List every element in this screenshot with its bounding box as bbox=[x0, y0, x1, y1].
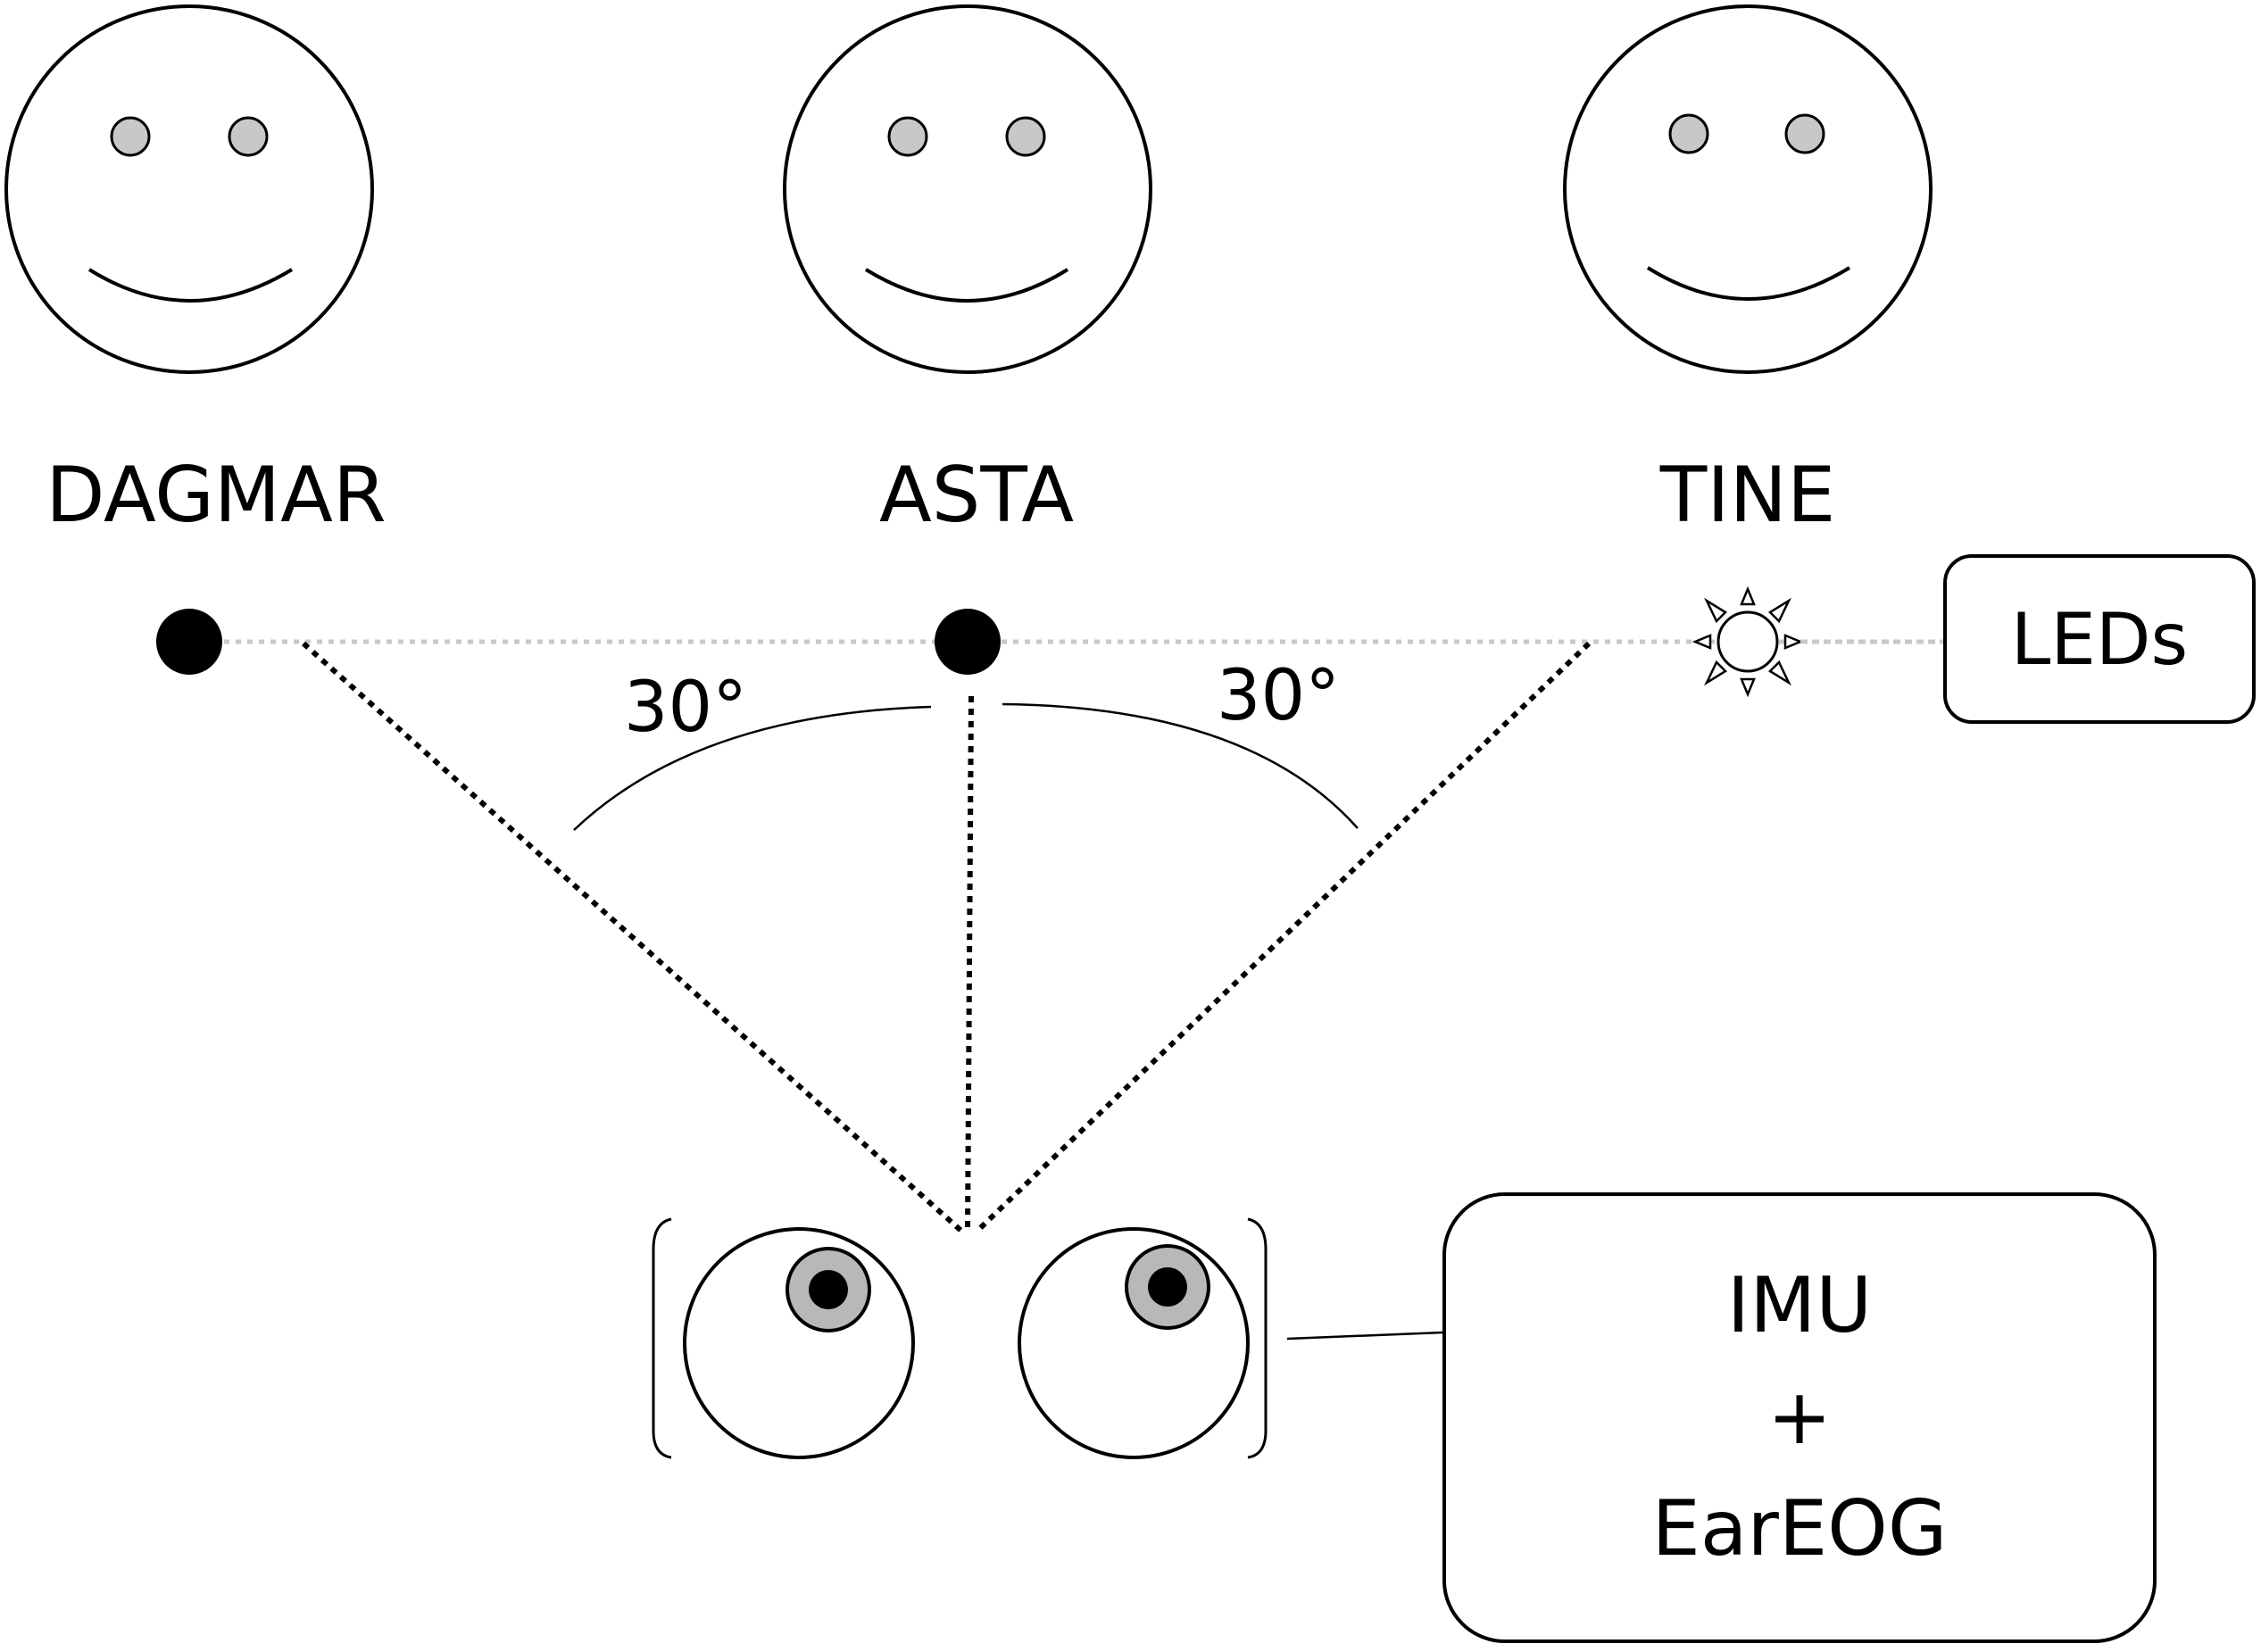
gaze-line-center bbox=[965, 695, 974, 1233]
angle-label-left: 30° bbox=[623, 668, 748, 748]
angle-arc-left bbox=[573, 705, 932, 831]
eyeball-icon bbox=[1018, 1227, 1250, 1459]
face-mouth bbox=[864, 268, 1069, 303]
face-tine bbox=[1563, 4, 1933, 374]
leds-box: LEDs bbox=[1943, 554, 2256, 724]
eyeball-icon bbox=[683, 1227, 915, 1459]
gaze-line-left bbox=[302, 641, 964, 1234]
face-mouth bbox=[1646, 266, 1851, 301]
angle-arc-right bbox=[1002, 702, 1359, 829]
device-connector bbox=[1286, 1331, 1443, 1341]
device-box-line1: IMU bbox=[1726, 1261, 1873, 1351]
smiley-face-icon bbox=[4, 4, 374, 374]
face-eye-right bbox=[228, 116, 269, 157]
face-eye-left bbox=[110, 116, 151, 157]
smiley-face-icon bbox=[1563, 4, 1933, 374]
smiley-face-icon bbox=[783, 4, 1152, 374]
led-dot-icon bbox=[156, 609, 222, 675]
person-label-dagmar: DAGMAR bbox=[46, 451, 387, 540]
right-bracket bbox=[1247, 1217, 1268, 1459]
device-box-line2: + bbox=[1766, 1373, 1833, 1463]
angle-label-right: 30° bbox=[1216, 656, 1341, 736]
face-eye-right bbox=[1784, 113, 1825, 154]
device-box: IMU + EarEOG bbox=[1442, 1192, 2157, 1643]
right-pupil bbox=[1148, 1267, 1187, 1307]
face-eye-right bbox=[1005, 116, 1046, 157]
face-mouth bbox=[87, 268, 294, 303]
person-label-asta: ASTA bbox=[878, 451, 1075, 540]
left-bracket bbox=[652, 1217, 672, 1459]
face-asta bbox=[783, 4, 1152, 374]
device-box-line3: EarEOG bbox=[1651, 1483, 1948, 1573]
face-eye-left bbox=[1668, 113, 1709, 154]
gaze-line-right bbox=[974, 641, 1592, 1234]
led-dot-icon bbox=[935, 609, 1001, 675]
leds-box-label: LEDs bbox=[2010, 597, 2189, 681]
face-dagmar bbox=[4, 4, 374, 374]
person-label-tine: TINE bbox=[1659, 451, 1836, 540]
glowing-led-icon bbox=[1692, 585, 1804, 698]
face-eye-left bbox=[887, 116, 928, 157]
left-pupil bbox=[809, 1270, 848, 1309]
